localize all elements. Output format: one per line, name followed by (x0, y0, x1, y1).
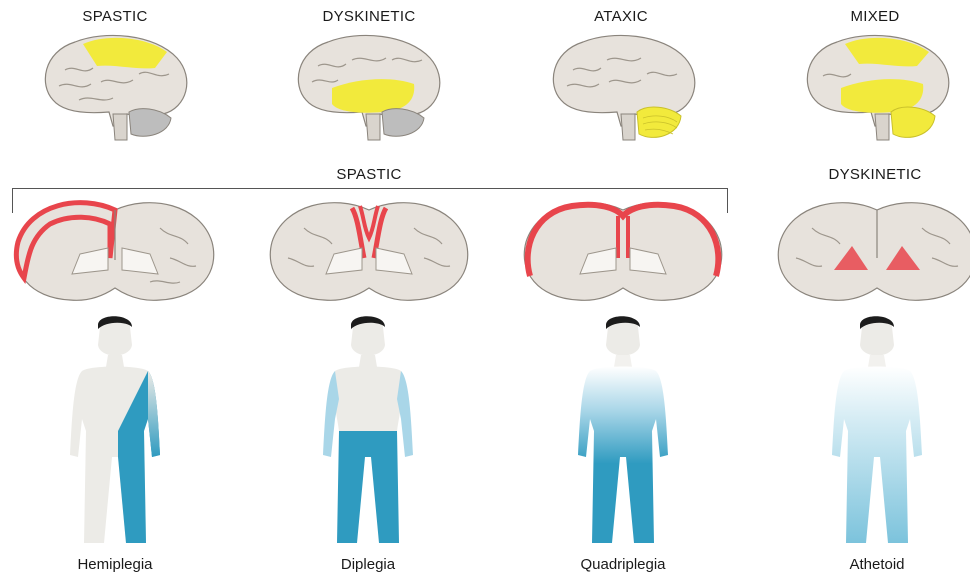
caption-hemiplegia: Hemiplegia (15, 556, 215, 573)
section-label-dyskinetic: DYSKINETIC (775, 166, 970, 183)
title-spastic: SPASTIC (15, 8, 215, 25)
title-dyskinetic: DYSKINETIC (269, 8, 469, 25)
body-quadriplegia (568, 315, 678, 547)
body-athetoid (822, 315, 932, 547)
brain-coronal-diplegia (264, 198, 474, 308)
body-hemiplegia (60, 315, 170, 547)
section-label-spastic: SPASTIC (269, 166, 469, 183)
caption-diplegia: Diplegia (268, 556, 468, 573)
brain-lateral-ataxic (543, 30, 703, 145)
brain-lateral-spastic (35, 30, 195, 145)
brain-coronal-quadriplegia (518, 198, 728, 308)
title-ataxic: ATAXIC (521, 8, 721, 25)
caption-quadriplegia: Quadriplegia (523, 556, 723, 573)
brain-coronal-athetoid (772, 198, 970, 308)
body-diplegia (313, 315, 423, 547)
brain-lateral-dyskinetic (288, 30, 448, 145)
caption-athetoid: Athetoid (777, 556, 970, 573)
title-mixed: MIXED (775, 8, 970, 25)
brain-lateral-mixed (797, 30, 957, 145)
brain-coronal-hemiplegia (10, 198, 220, 308)
